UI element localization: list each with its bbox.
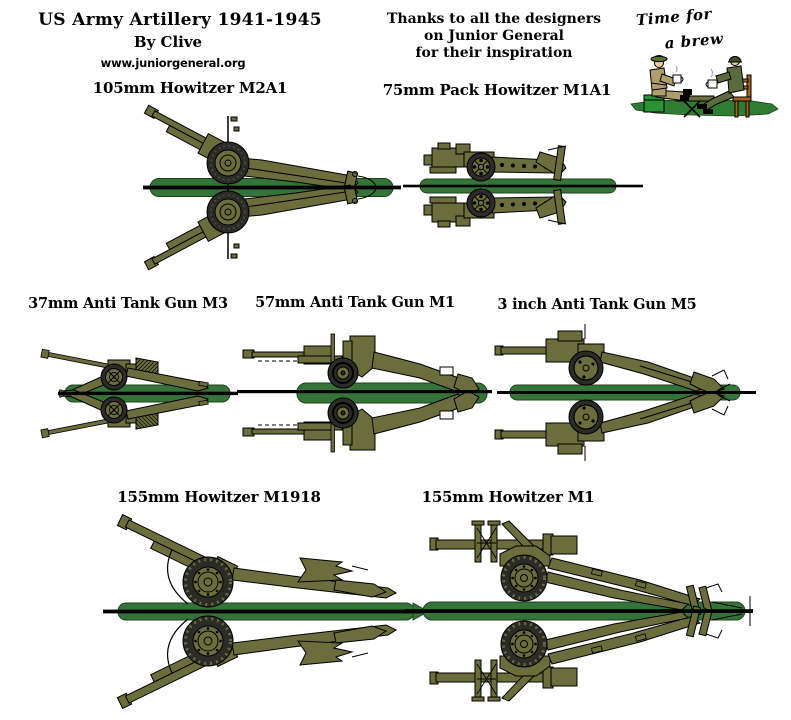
mug-left: [672, 74, 682, 84]
website-url: www.juniorgeneral.org: [100, 56, 246, 70]
unit-label-57mm-at-gun: 57mm Anti Tank Gun M1: [255, 294, 455, 311]
illustration-37mm-anti-tank-gun-m3: [40, 348, 238, 439]
thanks-note: Thanks to all the designers on Junior Ge…: [387, 11, 601, 62]
soldier-right: [697, 56, 745, 114]
unit-label-37mm-at-gun: 37mm Anti Tank Gun M3: [28, 295, 228, 312]
illustration-57mm-anti-tank-gun-m1: [237, 333, 492, 453]
page-title: US Army Artillery 1941-1945: [38, 10, 322, 30]
fold-line: [497, 391, 756, 394]
fold-line: [103, 609, 423, 614]
unit-label-3inch-at-gun: 3 inch Anti Tank Gun M5: [497, 296, 697, 313]
thanks-line-2: on Junior General: [424, 28, 564, 44]
fold-line: [405, 609, 753, 613]
gun-silhouette: [429, 520, 751, 617]
gun-silhouette: [494, 324, 731, 394]
fold-line: [58, 391, 238, 396]
brew-caption-line-1: Time for: [635, 4, 713, 30]
gun-silhouette: [143, 104, 377, 191]
byline: By Clive: [133, 33, 203, 51]
gun-silhouette: [242, 333, 480, 396]
unit-label-155mm-howitzer-m1918: 155mm Howitzer M1918: [117, 488, 321, 506]
mug-right: [707, 79, 718, 89]
illustration-155mm-howitzer-m1918: [103, 513, 430, 714]
illustration-105mm-howitzer-m2a1: [138, 104, 401, 274]
fold-line: [403, 184, 643, 188]
illustration-75mm-pack-howitzer-m1a1: [403, 142, 643, 228]
gun-silhouette: [423, 142, 567, 182]
illustration-155mm-howitzer-m1: [405, 520, 753, 703]
gun-silhouette: [116, 513, 398, 608]
fold-line: [237, 390, 492, 394]
thanks-line-3: for their inspiration: [415, 45, 573, 61]
unit-label-75mm-pack-howitzer: 75mm Pack Howitzer M1A1: [382, 81, 612, 99]
fold-line: [143, 185, 401, 190]
thanks-line-1: Thanks to all the designers: [386, 11, 602, 27]
soldier-left: [649, 55, 692, 102]
tea-break-illustration: [630, 55, 779, 118]
unit-label-155mm-howitzer-m1: 155mm Howitzer M1: [421, 488, 595, 506]
unit-label-105mm-howitzer-m2a1: 105mm Howitzer M2A1: [92, 79, 288, 97]
illustration-3-inch-anti-tank-gun-m5: [494, 324, 756, 462]
